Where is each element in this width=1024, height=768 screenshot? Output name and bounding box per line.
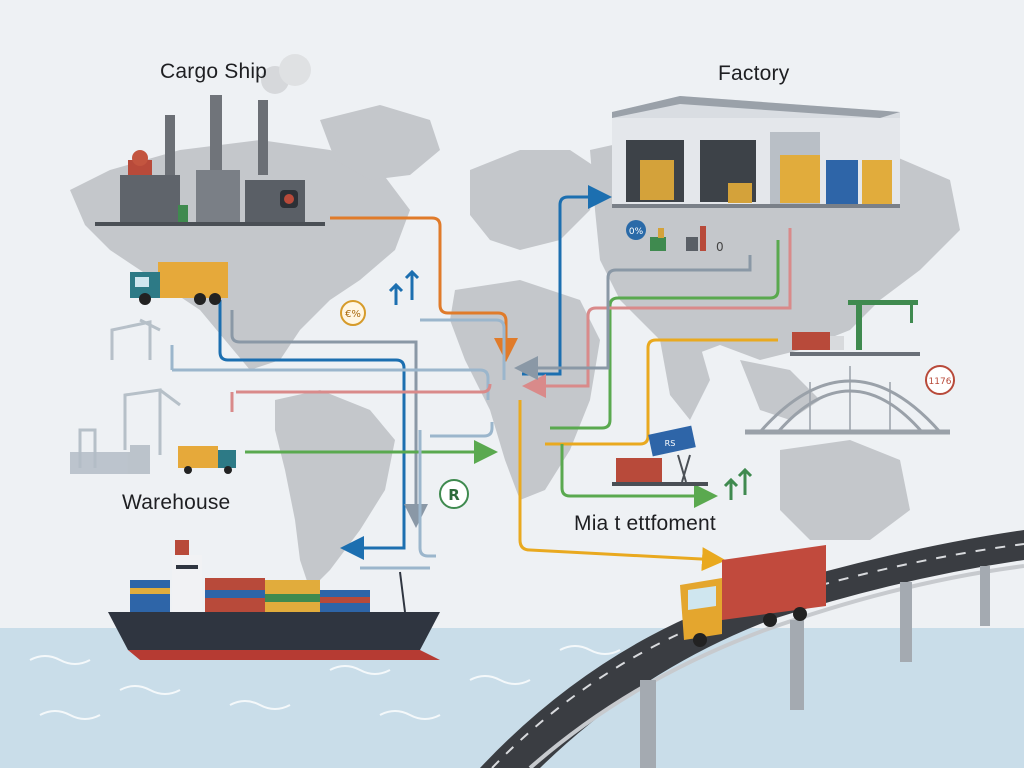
cargo-ship-label: Cargo Ship bbox=[160, 60, 268, 83]
route-red-2 bbox=[522, 228, 792, 398]
warehouse-buildings-icon bbox=[70, 445, 150, 474]
warehouse-building-icon bbox=[612, 96, 900, 208]
truck-icon bbox=[130, 262, 228, 305]
warehouse-items-icon: 0% 0 bbox=[626, 220, 724, 254]
route-light-3 bbox=[418, 430, 436, 558]
percent-text: €% bbox=[345, 309, 361, 320]
cost-badge-text: 1176 bbox=[929, 377, 952, 387]
r-badge: R bbox=[439, 479, 469, 509]
rail-containers-icon: RS bbox=[612, 425, 708, 486]
highway-bridge-icon bbox=[480, 530, 1024, 768]
zero-text: 0 bbox=[716, 240, 724, 254]
growth-arrows-green-icon bbox=[723, 467, 753, 500]
zero-percent-text: 0% bbox=[629, 227, 644, 237]
container-stack bbox=[130, 578, 370, 612]
routes bbox=[170, 185, 792, 572]
cargo-ship-icon bbox=[108, 540, 440, 660]
percent-badge: €% bbox=[340, 300, 366, 326]
container-truck-icon bbox=[680, 545, 826, 647]
route-gray-1 bbox=[230, 310, 428, 528]
route-light bbox=[170, 345, 490, 400]
route-green-2 bbox=[550, 240, 780, 430]
warehouse-label: Warehouse bbox=[122, 491, 231, 514]
route-red bbox=[230, 383, 492, 412]
route-blue-2 bbox=[522, 185, 612, 376]
route-yellow-2 bbox=[545, 338, 778, 446]
route-gray-2 bbox=[514, 255, 752, 380]
gantry-crane-icon bbox=[790, 300, 920, 356]
southeast-asia bbox=[740, 360, 820, 420]
route-blue-1 bbox=[218, 300, 406, 560]
route-light-4 bbox=[420, 318, 506, 380]
route-orange bbox=[330, 216, 518, 362]
container-text: RS bbox=[665, 439, 676, 448]
india bbox=[660, 340, 710, 420]
greenland bbox=[320, 105, 440, 180]
port-cranes-icon bbox=[78, 318, 181, 468]
arch-bridge-icon bbox=[745, 366, 950, 435]
route-green-3 bbox=[560, 444, 718, 508]
small-truck-icon bbox=[178, 446, 236, 474]
route-light-2 bbox=[430, 422, 494, 438]
cost-badge: 1176 bbox=[925, 365, 955, 395]
waves bbox=[29, 645, 621, 720]
south-america bbox=[275, 390, 395, 590]
europe bbox=[470, 150, 600, 250]
factory-complex-icon bbox=[95, 54, 325, 226]
route-yellow bbox=[518, 400, 726, 572]
factory-label: Factory bbox=[718, 62, 790, 85]
growth-arrows-icon bbox=[388, 269, 420, 305]
r-badge-text: R bbox=[448, 486, 460, 504]
settlement-label: Mia t ettfoment bbox=[574, 512, 716, 535]
australia bbox=[780, 440, 910, 540]
